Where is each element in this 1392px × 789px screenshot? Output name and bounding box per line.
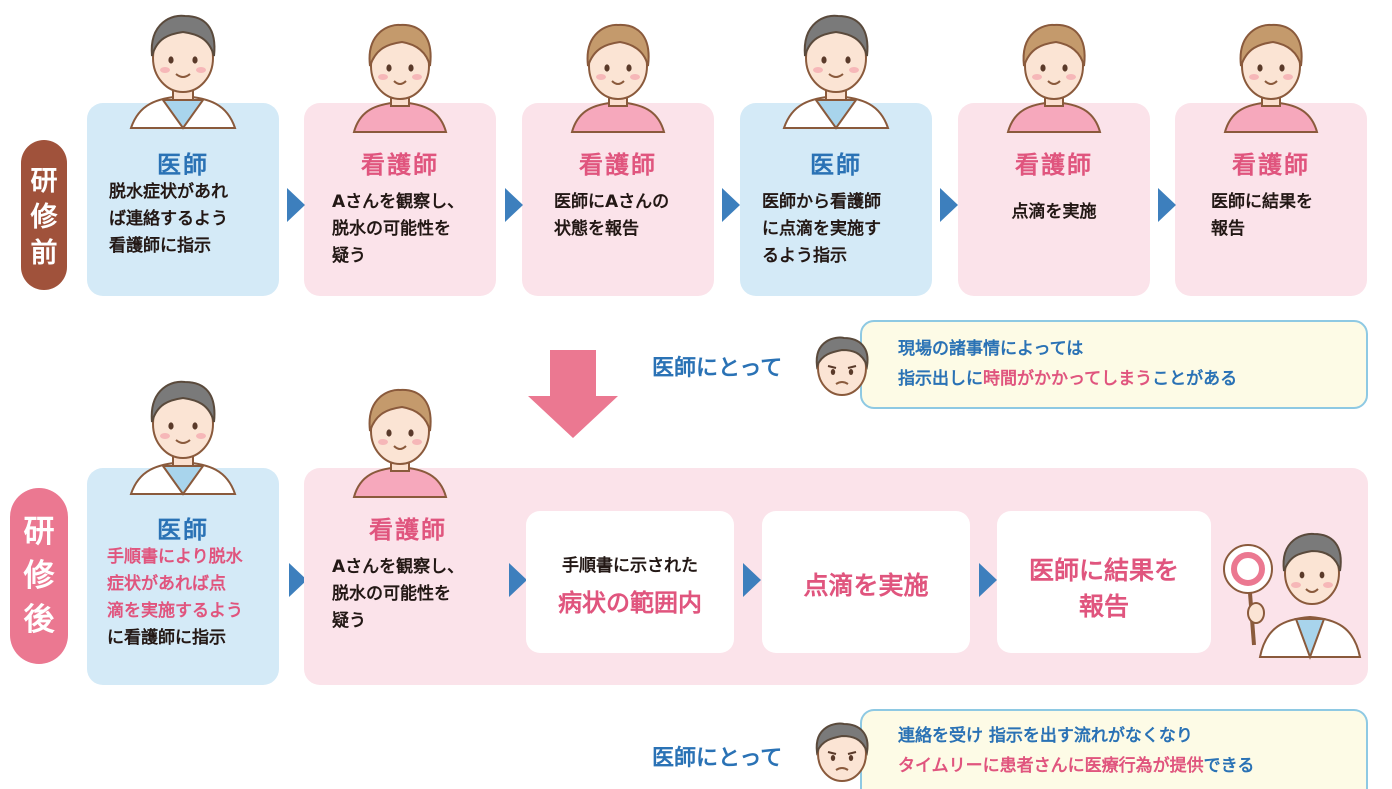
after-box-3-line2: 報告	[1078, 592, 1129, 621]
after-box-3-line1: 医師に結果を	[1028, 556, 1179, 585]
before-step-1-role: 医師	[157, 151, 209, 179]
doctor-ok-sign-illustration	[1223, 532, 1362, 660]
comment1-prefix: 医師にとって	[652, 356, 783, 381]
after-label: 研 修 後	[10, 488, 68, 664]
worried-doctor-face-icon	[815, 722, 869, 782]
before-step-2-text: Aさんを観察し、 脱水の可能性を 疑う	[332, 192, 465, 266]
after-box-2-big: 点滴を実施	[803, 571, 929, 600]
before-step-4-role: 医師	[810, 151, 862, 179]
before-step-3-role: 看護師	[579, 151, 657, 179]
after-box-1-small: 手順書に示された	[562, 556, 698, 576]
before-step-5-text: 点滴を実施	[1011, 202, 1097, 222]
before-arrow-1	[287, 188, 305, 222]
before-step-1-card: 医師 脱水症状があれ ば連絡するよう 看護師に指示	[87, 103, 279, 296]
comment1-bubble: 現場の諸事情によっては 指示出しに時間がかかってしまうことがある	[860, 320, 1368, 409]
before-step-4-text: 医師から看護師 に点滴を実施す るよう指示	[762, 192, 881, 266]
after-box-1: 手順書に示された 病状の範囲内	[526, 511, 734, 653]
before-step-6-card: 看護師 医師に結果を 報告	[1175, 103, 1367, 296]
after-box-2: 点滴を実施	[762, 511, 970, 653]
before-arrow-4	[940, 188, 958, 222]
before-arrow-2	[505, 188, 523, 222]
after-label-text: 研 修 後	[23, 514, 55, 638]
nurse-illustration	[571, 23, 665, 133]
before-step-3-card: 看護師 医師にAさんの 状態を報告	[522, 103, 714, 296]
nurse-illustration	[353, 23, 447, 133]
before-step-3-text: 医師にAさんの 状態を報告	[554, 192, 670, 239]
comment2-prefix: 医師にとって	[652, 746, 783, 771]
doctor-illustration	[130, 380, 236, 495]
worried-doctor-face-icon	[815, 336, 869, 396]
nurse-illustration	[1224, 23, 1318, 133]
after-arrow-2	[509, 563, 527, 597]
after-doctor-text: 手順書により脱水 症状があれば点 滴を実施するよう に看護師に指示	[107, 547, 243, 648]
before-step-2-card: 看護師 Aさんを観察し、 脱水の可能性を 疑う	[304, 103, 496, 296]
before-step-5-role: 看護師	[1015, 151, 1093, 179]
after-arrow-4	[979, 563, 997, 597]
before-label: 研 修 前	[21, 140, 67, 290]
nurse-illustration	[353, 388, 447, 498]
before-label-text: 研 修 前	[30, 166, 58, 269]
before-step-4-card: 医師 医師から看護師 に点滴を実施す るよう指示	[740, 103, 932, 296]
before-step-5-card: 看護師 点滴を実施	[958, 103, 1150, 296]
doctor-illustration	[130, 14, 236, 129]
nurse-illustration	[1007, 23, 1101, 133]
after-box-1-big: 病状の範囲内	[558, 589, 702, 617]
before-step-6-text: 医師に結果を 報告	[1211, 192, 1313, 239]
down-arrow	[528, 350, 618, 438]
after-doctor-role: 医師	[157, 516, 209, 544]
after-arrow-3	[743, 563, 761, 597]
after-arrow-1	[289, 563, 307, 597]
after-box-3: 医師に結果を 報告	[997, 511, 1211, 653]
after-nurse-text: Aさんを観察し、 脱水の可能性を 疑う	[332, 557, 465, 631]
comment2-bubble: 連絡を受け 指示を出す流れがなくなり タイムリーに患者さんに医療行為が提供できる	[860, 709, 1368, 789]
before-step-2-role: 看護師	[361, 151, 439, 179]
after-doctor-card: 医師 手順書により脱水 症状があれば点 滴を実施するよう に看護師に指示	[87, 468, 279, 685]
doctor-illustration	[783, 14, 889, 129]
after-nurse-role: 看護師	[369, 516, 447, 544]
before-step-6-role: 看護師	[1232, 151, 1310, 179]
before-arrow-5	[1158, 188, 1176, 222]
before-step-1-text: 脱水症状があれ ば連絡するよう 看護師に指示	[109, 182, 228, 256]
before-arrow-3	[722, 188, 740, 222]
